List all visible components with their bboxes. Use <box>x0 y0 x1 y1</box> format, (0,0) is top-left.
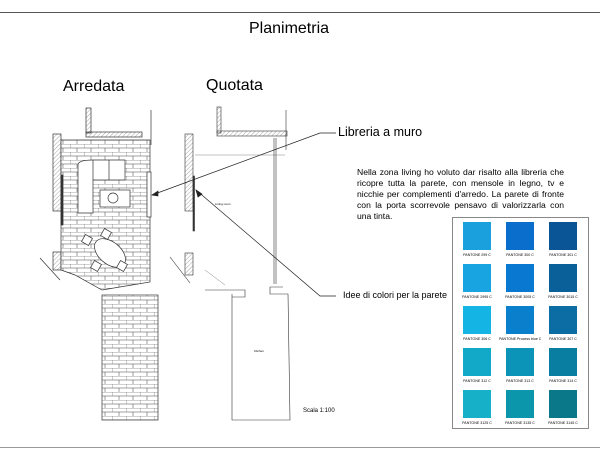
page-title: Planimetria <box>248 20 330 37</box>
swatch-color <box>463 222 491 250</box>
furnished-plan-heading: Arredata <box>63 78 125 95</box>
pantone-swatch: PANTONE 3005 C <box>499 264 541 299</box>
living-room-label: Living room <box>215 202 231 206</box>
top-border <box>0 12 600 13</box>
pantone-swatch: PANTONE 300 C <box>499 222 541 257</box>
swatch-label: PANTONE 3135 C <box>505 421 535 425</box>
pantone-swatch: PANTONE 312 C <box>456 348 498 383</box>
pantone-swatch: PANTONE 307 C <box>542 306 584 341</box>
pantone-swatch: PANTONE 306 C <box>456 306 498 341</box>
dimensioned-plan <box>169 106 291 421</box>
swatch-label: PANTONE 312 C <box>463 379 491 383</box>
swatch-color <box>463 348 491 376</box>
swatch-label: PANTONE 314 C <box>549 379 577 383</box>
furnished-plan <box>39 107 159 421</box>
swatch-color <box>463 264 491 292</box>
swatch-color <box>506 306 534 334</box>
swatch-color <box>506 390 534 418</box>
dimensioned-plan-heading: Quotata <box>206 77 263 94</box>
scale-label: Scala 1:100 <box>303 408 335 414</box>
swatch-color <box>549 264 577 292</box>
swatch-color <box>549 390 577 418</box>
swatch-color <box>506 264 534 292</box>
swatch-label: PANTONE 299 C <box>463 253 491 257</box>
pantone-swatch: PANTONE 3145 C <box>542 390 584 425</box>
swatch-color <box>549 306 577 334</box>
pantone-swatch: PANTONE Process blue C <box>499 306 541 341</box>
swatch-label: PANTONE 301 C <box>549 253 577 257</box>
swatch-label: PANTONE 306 C <box>463 337 491 341</box>
kitchen-label: Kitchen <box>254 349 264 353</box>
pantone-palette: PANTONE 299 C PANTONE 300 C PANTONE 301 C P… <box>452 217 589 429</box>
swatch-label: PANTONE 300 C <box>506 253 534 257</box>
swatch-color <box>463 390 491 418</box>
callout-leaders <box>151 132 336 297</box>
pantone-swatch: PANTONE 2995 C <box>456 264 498 299</box>
swatch-label: PANTONE 3005 C <box>505 295 535 299</box>
bookcase-callout: Libreria a muro <box>338 125 423 139</box>
swatch-color <box>506 348 534 376</box>
pantone-swatch: PANTONE 299 C <box>456 222 498 257</box>
swatch-label: PANTONE 3145 C <box>548 421 578 425</box>
bottom-border <box>0 447 600 448</box>
pantone-swatch: PANTONE 3125 C <box>456 390 498 425</box>
swatch-label: PANTONE 313 C <box>506 379 534 383</box>
swatch-color <box>549 222 577 250</box>
pantone-swatch: PANTONE 314 C <box>542 348 584 383</box>
swatch-label: PANTONE 3125 C <box>462 421 492 425</box>
wall-colors-callout: Idee di colori per la parete <box>343 290 448 300</box>
description-text: Nella zona living ho voluto dar risalto … <box>357 167 564 221</box>
swatch-label: PANTONE 3015 C <box>548 295 578 299</box>
swatch-label: PANTONE Process blue C <box>499 337 542 341</box>
swatch-label: PANTONE 2995 C <box>462 295 492 299</box>
pantone-swatch: PANTONE 3135 C <box>499 390 541 425</box>
swatch-color <box>463 306 491 334</box>
swatch-color <box>506 222 534 250</box>
swatch-label: PANTONE 307 C <box>549 337 577 341</box>
pantone-swatch: PANTONE 3015 C <box>542 264 584 299</box>
pantone-swatch: PANTONE 301 C <box>542 222 584 257</box>
pantone-swatch: PANTONE 313 C <box>499 348 541 383</box>
swatch-color <box>549 348 577 376</box>
